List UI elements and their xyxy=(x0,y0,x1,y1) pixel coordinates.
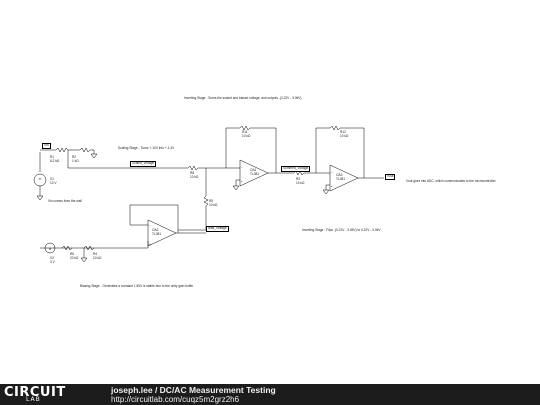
circuit-title: joseph.lee / DC/AC Measurement Testing xyxy=(111,385,276,395)
annotation-biasing-stage: Biasing Stage - Generates a constant 1.6… xyxy=(80,284,194,288)
schematic-canvas: ± ± − + − + − + Inverting Stage - Sums t… xyxy=(0,0,540,384)
net-label-bias: Bias_Voltage xyxy=(206,226,229,232)
ground-icon xyxy=(232,185,240,191)
svg-text:−: − xyxy=(149,223,151,227)
net-label-summed: Summed_Voltage xyxy=(281,166,311,172)
circuit-url[interactable]: http://circuitlab.com/cuqz5m2grz2h6 xyxy=(111,395,240,404)
resistor-r5 xyxy=(203,195,209,207)
footer-bar: CIRCUIT LAB joseph.lee / DC/AC Measureme… xyxy=(0,384,540,405)
ground-icon xyxy=(36,195,44,201)
annotation-inverting-stage-top: Inverting Stage - Sums the scaled and bi… xyxy=(184,96,302,100)
annotation-inverting-stage-flip: Inverting Stage - Flips -(0.22V - 3.06V)… xyxy=(302,228,381,232)
ground-icon xyxy=(322,189,330,195)
source-v2 xyxy=(44,242,56,254)
resistor-r9 xyxy=(293,170,305,176)
resistor-r2 xyxy=(79,147,91,153)
opamp-oa2 xyxy=(147,219,177,247)
svg-text:−: − xyxy=(241,165,243,169)
resistor-r1 xyxy=(55,147,69,153)
brand-logo-top: CIRCUIT xyxy=(4,385,66,400)
opamp-oa3 xyxy=(329,164,359,192)
svg-text:+: + xyxy=(331,184,333,188)
resistor-r8 xyxy=(187,165,199,171)
resistor-r6 xyxy=(61,245,73,251)
net-label-vout: Vout xyxy=(385,174,396,180)
schematic-drawing: ± ± − + − + − + xyxy=(33,125,384,263)
net-label-scaled: Scaled_Voltage xyxy=(130,161,157,167)
svg-text:−: − xyxy=(331,170,333,174)
annotation-scaling-stage: Scaling Stage - Turns +-10V into +-1.4V xyxy=(118,146,175,150)
svg-text:+: + xyxy=(241,179,243,183)
ground-icon xyxy=(90,153,98,159)
resistor-r12 xyxy=(329,125,341,131)
resistor-r11 xyxy=(239,125,251,131)
opamp-oa1 xyxy=(239,159,269,187)
annotation-vout: Vout goes into ADC, which communicates t… xyxy=(406,179,496,183)
resistor-r4 xyxy=(83,245,95,251)
svg-text:+: + xyxy=(149,242,151,246)
svg-text:±: ± xyxy=(49,246,52,251)
net-label-vin: Vin xyxy=(42,143,51,149)
ground-icon xyxy=(80,257,88,263)
brand-logo-bottom: LAB xyxy=(26,396,41,403)
svg-text:±: ± xyxy=(39,176,42,181)
annotation-from-wall: Vin comes from the wall xyxy=(48,199,82,203)
